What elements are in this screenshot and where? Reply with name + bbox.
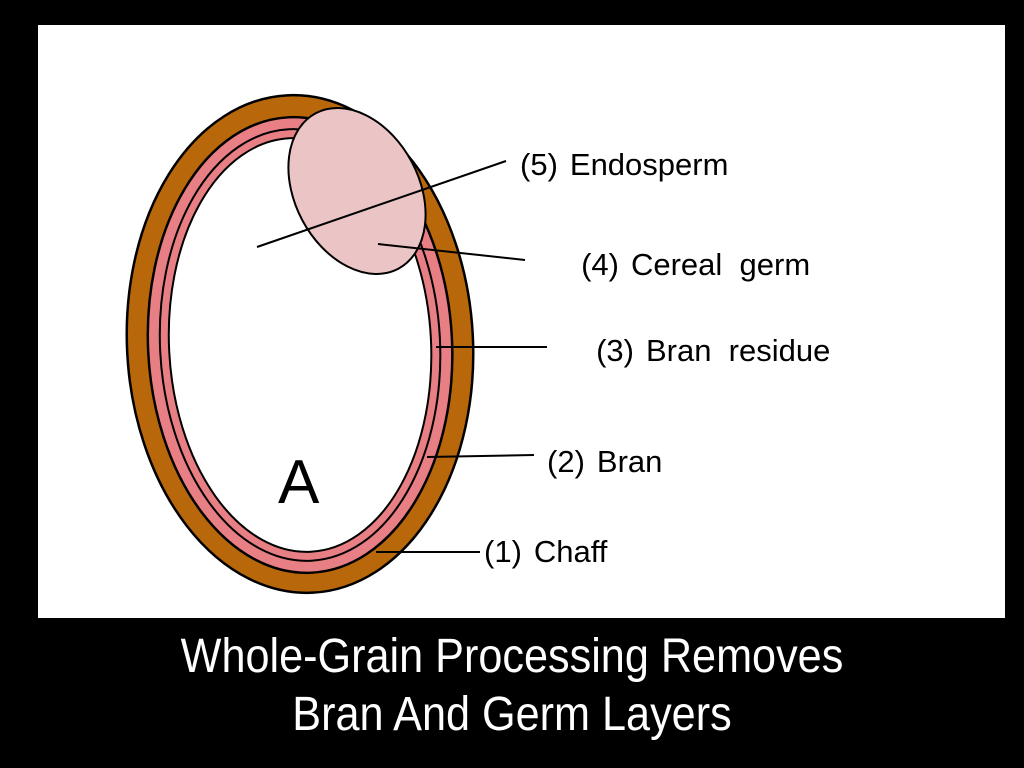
label-chaff: (1)Chaff bbox=[484, 534, 608, 569]
leader-line-germ bbox=[377, 243, 526, 261]
label-bran: (2)Bran bbox=[547, 444, 662, 479]
caption: Whole-Grain Processing Removes Bran And … bbox=[0, 628, 1024, 744]
label-cereal-germ: (4)Cereal germ bbox=[538, 247, 836, 282]
label-endosperm: (5)Endosperm bbox=[520, 147, 728, 182]
figure-letter: A bbox=[278, 448, 320, 517]
label-bran-residue: (3)Bran residue bbox=[553, 333, 856, 368]
leader-line-bran bbox=[426, 454, 535, 458]
caption-line-2: Bran And Germ Layers bbox=[292, 688, 732, 741]
cereal-germ bbox=[287, 107, 427, 275]
leader-line-endosperm bbox=[256, 160, 507, 248]
caption-line-1: Whole-Grain Processing Removes bbox=[180, 630, 844, 683]
